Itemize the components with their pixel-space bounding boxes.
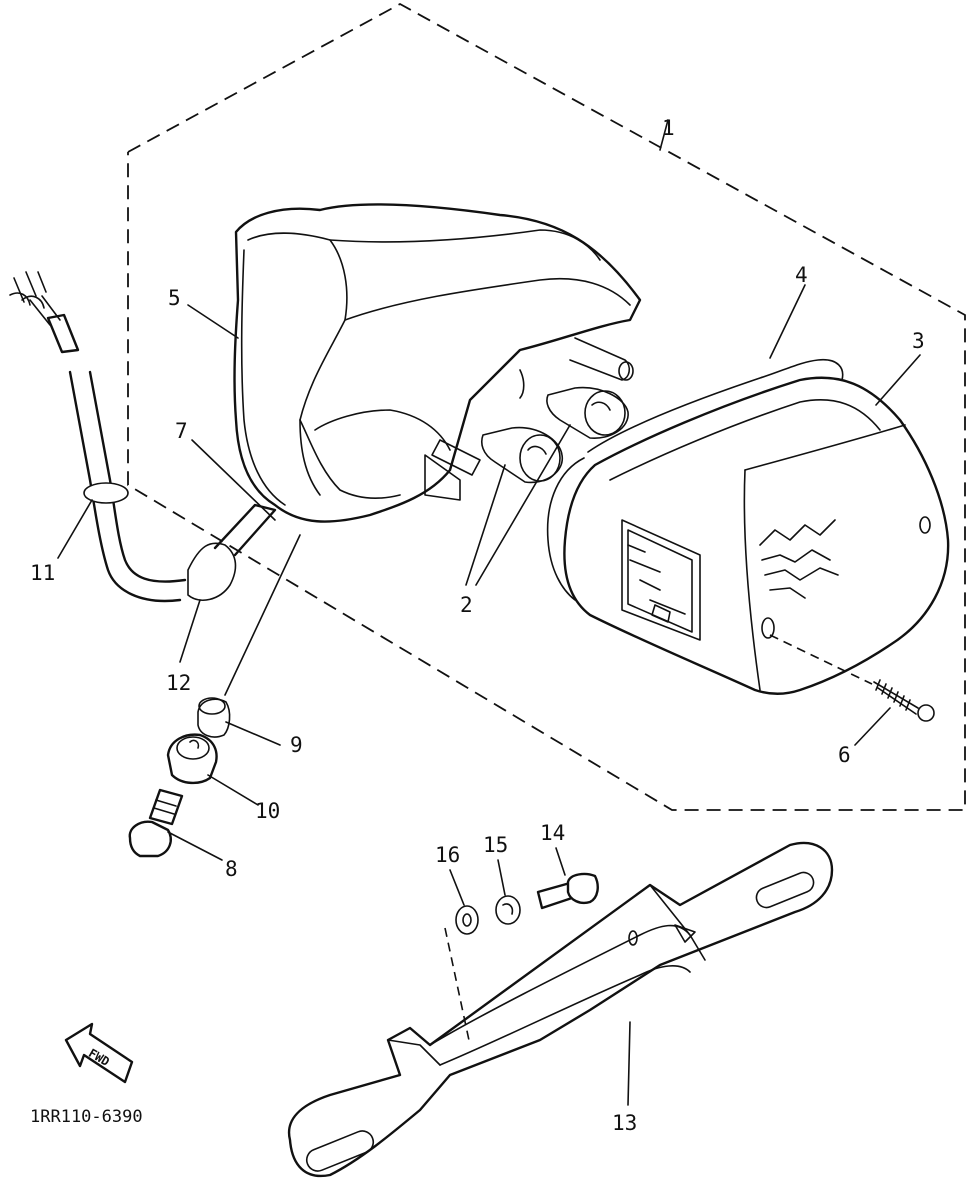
- callout-16: 16: [435, 843, 460, 867]
- callout-11: 11: [30, 561, 55, 585]
- callout-12: 12: [166, 671, 191, 695]
- callout-4: 4: [795, 263, 808, 287]
- part-code: 1RR110-6390: [30, 1107, 143, 1127]
- callout-labels: 1 2 3 4 5 6 7 8 9 10 11 12 13 14 15 16: [30, 116, 925, 1135]
- lens-gasket: [546, 358, 844, 601]
- callout-1: 1: [662, 116, 675, 140]
- callout-15: 15: [483, 833, 508, 857]
- callout-8: 8: [225, 857, 238, 881]
- bracket-fasteners: [444, 872, 599, 1046]
- callout-14: 14: [540, 821, 565, 845]
- tail-lens: [563, 376, 950, 695]
- assembly-boundary: [127, 2, 966, 811]
- callout-3: 3: [912, 329, 925, 353]
- bulbs: [480, 386, 629, 484]
- callout-9: 9: [290, 733, 303, 757]
- callout-10: 10: [255, 799, 280, 823]
- callout-6: 6: [838, 743, 851, 767]
- license-bracket: [287, 841, 834, 1178]
- callout-13: 13: [612, 1111, 637, 1135]
- leader-lines: [57, 284, 921, 1106]
- mounting-hardware: [128, 697, 231, 858]
- lens-screw: [769, 634, 935, 722]
- wiring-harness: [9, 271, 277, 603]
- callout-7: 7: [175, 419, 188, 443]
- forward-arrow-icon: FWD: [64, 1022, 134, 1084]
- callout-5: 5: [168, 286, 181, 310]
- callout-2: 2: [460, 593, 473, 617]
- lamp-housing: [233, 203, 642, 523]
